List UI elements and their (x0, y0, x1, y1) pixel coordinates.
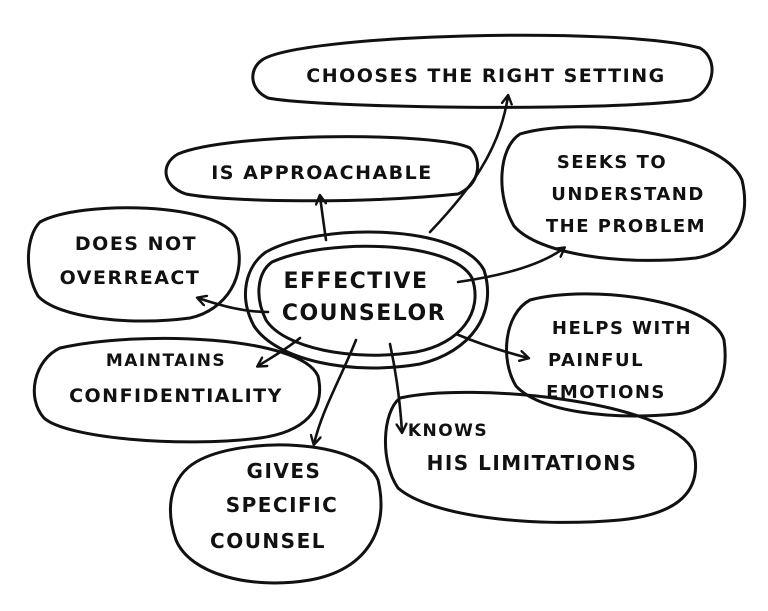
bubble-knows-limitations (383, 390, 697, 524)
node-label-seeks-understand-2: UNDERSTAND (551, 184, 705, 205)
bubble-approachable (164, 135, 480, 203)
node-label-seeks-understand-3: THE PROBLEM (546, 216, 706, 237)
bubble-center-inner (257, 244, 477, 357)
node-label-helps-painful-1: HELPS WITH (552, 318, 692, 339)
bubble-seeks-understand (500, 125, 747, 262)
node-label-does-not-overreact-1: DOES NOT (75, 233, 197, 255)
bubble-confidentiality (32, 336, 321, 444)
arrow-to-gives-counsel (314, 338, 358, 444)
arrow-to-seeks-understand (456, 248, 564, 284)
node-label-knows-limitations-2: HIS LIMITATIONS (427, 451, 638, 475)
bubble-does-not-overreact (27, 206, 241, 323)
node-label-gives-counsel-2: SPECIFIC (226, 493, 339, 517)
arrow-to-confidentiality (258, 336, 302, 366)
center-label-line-2: COUNSELOR (282, 301, 446, 326)
node-label-helps-painful-3: EMOTIONS (546, 382, 666, 403)
bubble-center-outer (244, 230, 490, 370)
node-label-confidentiality-2: CONFIDENTIALITY (69, 385, 283, 407)
arrow-to-chooses-setting (428, 96, 508, 234)
node-label-confidentiality-1: MAINTAINS (106, 351, 226, 371)
node-label-chooses-setting: CHOOSES THE RIGHT SETTING (306, 65, 665, 87)
node-label-seeks-understand-1: SEEKS TO (557, 152, 667, 173)
node-label-helps-painful-2: PAINFUL (548, 350, 644, 371)
node-label-gives-counsel-1: GIVES (247, 459, 322, 483)
arrow-to-helps-painful (454, 332, 528, 358)
arrow-to-knows-limitations (388, 342, 402, 432)
arrow-to-does-not-overreact (198, 298, 270, 314)
arrow-to-approachable (320, 196, 328, 242)
node-label-does-not-overreact-2: OVERREACT (60, 267, 201, 289)
bubble-chooses-setting (251, 33, 714, 109)
center-label-line-1: EFFECTIVE (283, 269, 428, 294)
node-label-approachable: IS APPROACHABLE (211, 162, 433, 184)
bubble-gives-counsel (168, 443, 383, 585)
bubble-helps-painful (505, 292, 727, 418)
node-label-knows-limitations-1: KNOWS (408, 421, 488, 441)
node-label-gives-counsel-3: COUNSEL (210, 529, 326, 553)
